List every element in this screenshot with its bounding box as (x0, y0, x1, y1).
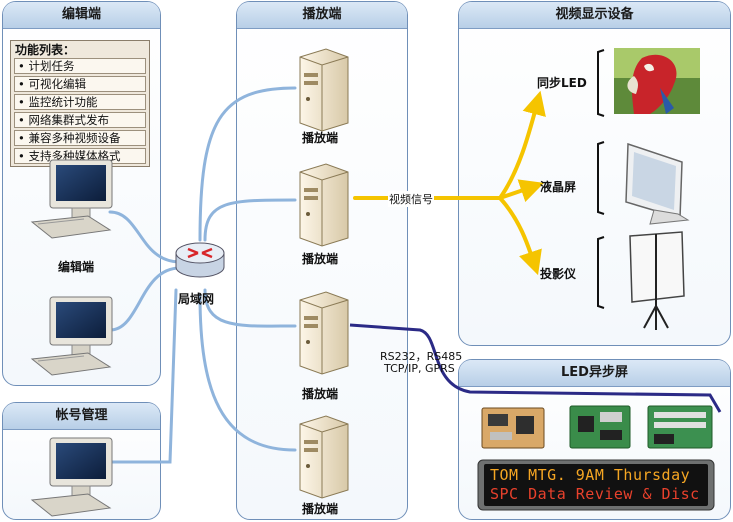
server-icon (299, 291, 349, 375)
video-signal-lines (353, 90, 546, 276)
projector-label: 投影仪 (540, 267, 577, 281)
feature-item: • 兼容多种视频设备 (14, 130, 146, 146)
server-label: 播放端 (302, 387, 339, 401)
feature-list: 功能列表： • 计划任务 • 可视化编辑 • 监控统计功能 • 网络集群式发布 … (10, 40, 150, 167)
editor-pc-label: 编辑端 (58, 260, 95, 274)
router-icon (175, 242, 225, 278)
parrot-photo-icon (614, 48, 700, 114)
led-async-panel-title: LED异步屏 (459, 360, 730, 387)
desktop-computer-icon (30, 437, 113, 517)
display-panel-title: 视频显示设备 (459, 2, 730, 29)
led-sign-line-2: SPC Data Review & Disc (490, 485, 700, 503)
server-icon (299, 48, 349, 132)
lcd-label: 液晶屏 (540, 180, 577, 194)
server-icon (299, 163, 349, 247)
server-label: 播放端 (302, 252, 339, 266)
serial-protocol-label-1: RS232，RS485 (380, 350, 463, 363)
server-label: 播放端 (302, 131, 339, 145)
lcd-monitor-icon (625, 142, 690, 225)
feature-item: • 计划任务 (14, 58, 146, 74)
led-sign-icon (477, 459, 715, 511)
server-icon (299, 415, 349, 499)
desktop-computer-icon (30, 159, 113, 239)
account-panel-title: 帐号管理 (3, 403, 160, 430)
serial-line (349, 323, 722, 413)
video-signal-label: 视频信号 (388, 191, 434, 207)
editor-panel-title: 编辑端 (3, 2, 160, 29)
projector-screen-icon (629, 231, 685, 330)
led-controller-board-icon (647, 405, 713, 449)
router-label: 局域网 (178, 292, 215, 306)
led-sign-line-1: TOM MTG. 9AM Thursday (490, 466, 691, 484)
server-label: 播放端 (302, 502, 339, 516)
feature-list-title: 功能列表： (15, 43, 76, 57)
sync-led-label: 同步LED (537, 76, 587, 90)
display-brackets (597, 49, 605, 309)
feature-item: • 监控统计功能 (14, 94, 146, 110)
player-panel-title: 播放端 (237, 2, 407, 29)
led-controller-board-icon (481, 407, 545, 449)
led-controller-board-icon (569, 405, 631, 449)
feature-item: • 网络集群式发布 (14, 112, 146, 128)
desktop-computer-icon (30, 296, 113, 376)
network-lines (108, 86, 297, 464)
serial-protocol-label-2: TCP/IP, GPRS (384, 362, 455, 375)
feature-item: • 可视化编辑 (14, 76, 146, 92)
